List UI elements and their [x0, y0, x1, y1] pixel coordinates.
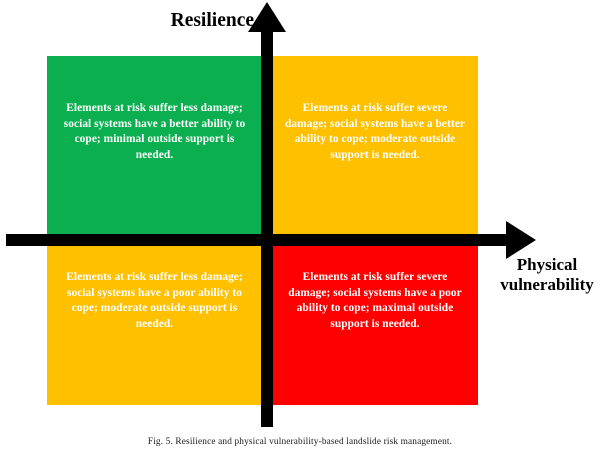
axis-label-resilience: Resilience	[170, 10, 254, 31]
axis-label-physical-vulnerability-line1: Physical	[516, 255, 578, 274]
horizontal-axis-line	[6, 234, 514, 246]
axis-label-physical-vulnerability-line2: vulnerability	[500, 275, 594, 294]
quadrant-high-resilience-high-vulnerability: Elements at risk suffer severe damage; s…	[272, 56, 478, 234]
figure-caption: Fig. 5. Resilience and physical vulnerab…	[147, 437, 453, 447]
quadrant-bottom-left-text: Elements at risk suffer less damage; soc…	[66, 271, 243, 330]
horizontal-axis-arrow-icon	[506, 221, 536, 259]
quadrant-low-resilience-high-vulnerability: Elements at risk suffer severe damage; s…	[272, 246, 478, 405]
quadrant-top-left-text: Elements at risk suffer less damage; soc…	[63, 102, 246, 161]
axis-label-physical-vulnerability: Physical vulnerability	[494, 255, 600, 295]
quadrant-bottom-right-text: Elements at risk suffer severe damage; s…	[288, 271, 462, 330]
quadrant-top-right-text: Elements at risk suffer severe damage; s…	[285, 102, 465, 161]
quadrant-high-resilience-low-vulnerability: Elements at risk suffer less damage; soc…	[47, 56, 262, 234]
quadrant-low-resilience-low-vulnerability: Elements at risk suffer less damage; soc…	[47, 246, 262, 405]
